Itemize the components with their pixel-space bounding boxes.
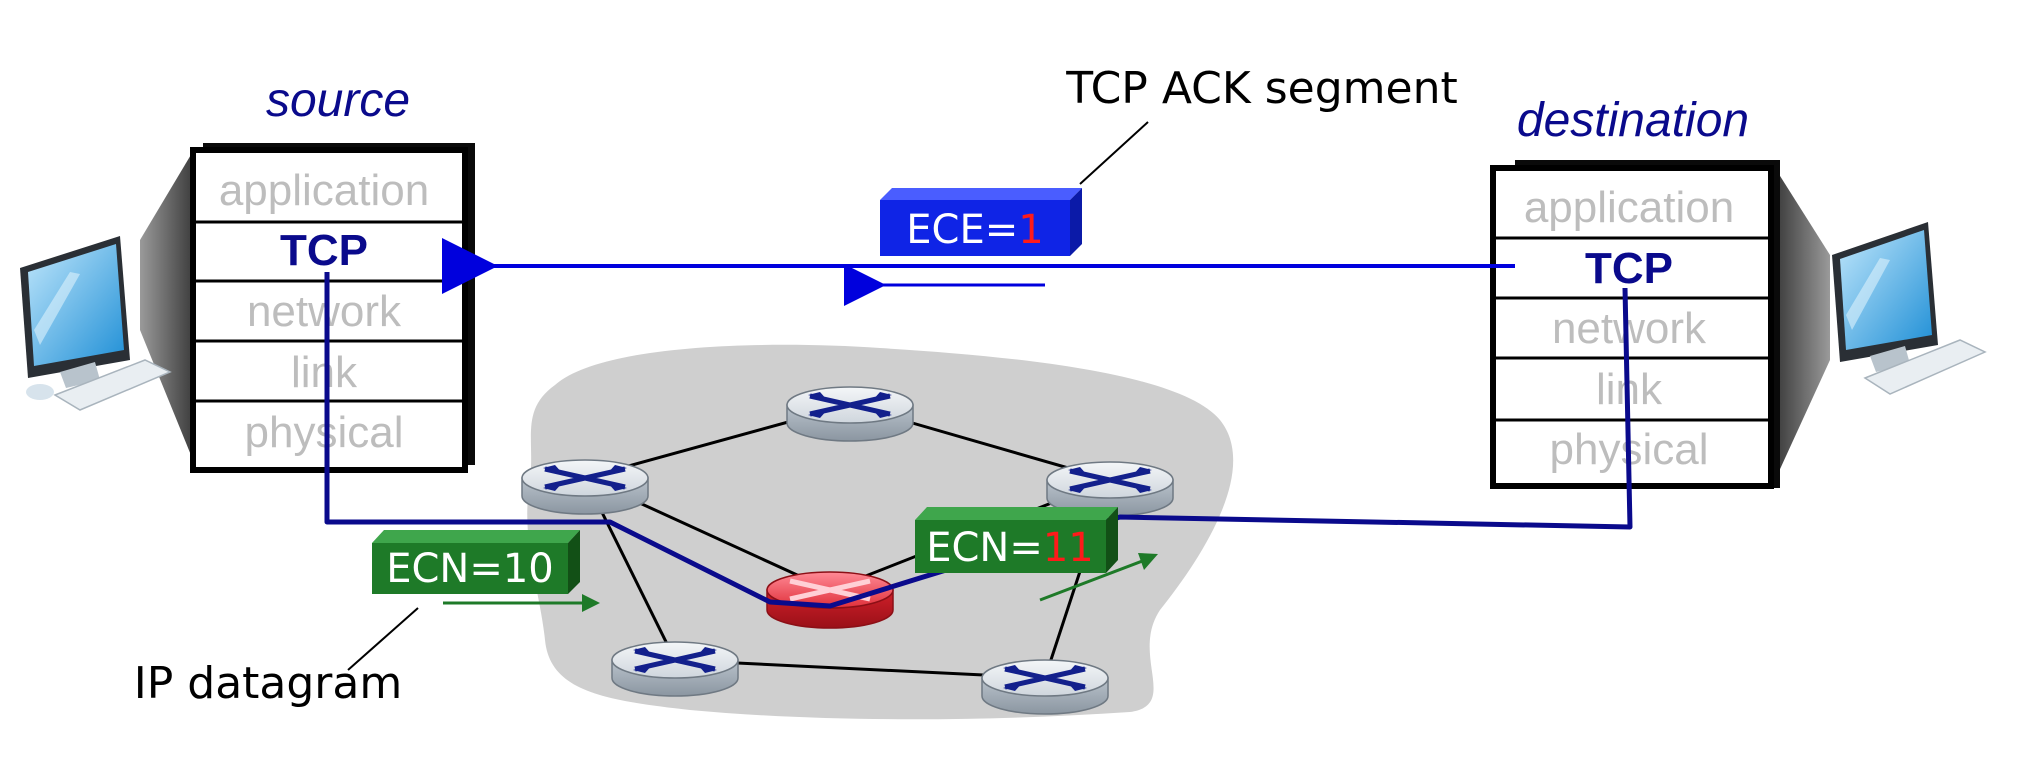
router-top [786,386,914,442]
router-bottom-right [981,659,1109,715]
destination-layer-application: application [1524,183,1734,232]
router-bottom-left [611,641,739,697]
source-title: source [266,74,410,127]
network-cloud [527,344,1234,720]
ece-tag-prefix: ECE= [906,207,1018,253]
ece-tag-value: 1 [1018,207,1043,253]
ecn-out-tag-prefix: ECN= [926,525,1043,571]
ecn-out-tag-label: ECN=11 [926,525,1094,571]
ip-datagram-label: IP datagram [134,658,402,709]
ack-segment-callout [1079,121,1149,185]
ecn-in-arrowhead [582,594,600,612]
ecn-out-arrowhead [1138,553,1158,570]
source-layer-link: link [291,348,358,397]
ece-tag [880,188,1082,256]
source-layer-application: application [219,166,429,215]
source-layer-network: network [247,287,402,336]
ecn-out-tag [915,507,1118,573]
ecn-in-tag-prefix: ECN= [386,546,503,592]
destination-layer-network: network [1552,304,1707,353]
ecn-out-direction-arrow [1039,558,1146,602]
datagram-path [324,272,1633,609]
ecn-in-tag-value: 10 [503,546,554,592]
ecn-out-tag-value: 11 [1043,525,1094,571]
source-beam [140,148,195,465]
ecn-in-tag-label: ECN=10 [386,546,554,592]
router-right [1046,461,1174,517]
ecn-in-tag [372,530,580,594]
destination-protocol-stack [1490,160,1780,489]
ece-tag-label: ECE=1 [906,207,1043,253]
destination-beam [1775,168,1830,480]
destination-computer-icon [1832,222,1987,395]
destination-layer-tcp: TCP [1585,244,1673,293]
source-computer-icon [20,236,172,411]
router-congested [766,571,894,629]
router-left [521,459,649,515]
ack-segment-label: TCP ACK segment [1065,63,1457,114]
ip-datagram-callout [347,607,419,671]
source-layer-tcp: TCP [280,226,368,275]
source-layer-physical: physical [245,408,404,457]
destination-title: destination [1517,94,1749,147]
